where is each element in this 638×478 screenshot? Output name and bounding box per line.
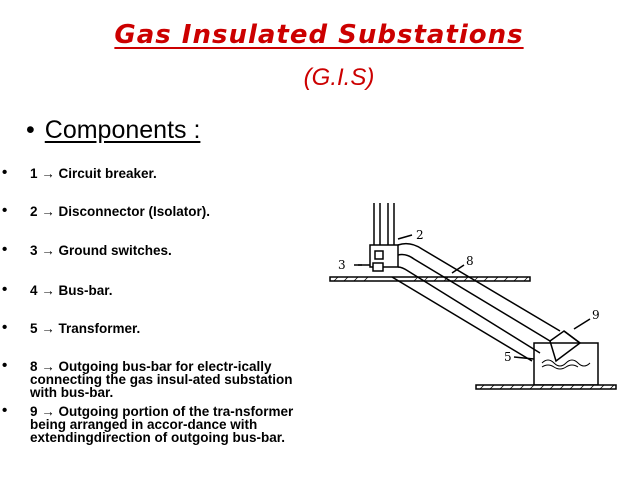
components-heading: • Components : <box>26 116 200 145</box>
list-item-text: 9 → Outgoing portion of the tra-nsformer… <box>30 404 294 445</box>
list-item-text: 4 → Bus-bar. <box>30 283 113 298</box>
busbar-outer-edge <box>397 242 561 332</box>
busbar-upper-edge <box>397 253 551 342</box>
bullet-icon: • <box>2 357 8 374</box>
list-item-text: 5 → Transformer. <box>30 321 141 336</box>
diagram-label-9: 9 <box>592 308 600 322</box>
lower-floor <box>475 384 617 390</box>
diagram-label-2: 2 <box>416 228 424 242</box>
bullet-icon: • <box>2 164 8 181</box>
gis-diagram: 2 3 8 9 5 <box>329 203 617 390</box>
bullet-icon: • <box>2 402 8 419</box>
slide-title-text: Gas Insulated Substations <box>114 20 524 50</box>
list-item: • 9 → Outgoing portion of the tra-nsform… <box>2 403 320 445</box>
diagram-label-8: 8 <box>466 254 474 268</box>
bullet-icon: • <box>2 319 8 336</box>
list-item-text: 2 → Disconnector (Isolator). <box>30 204 211 219</box>
list-item: • 5 → Transformer. <box>2 320 320 336</box>
list-item: • 1 → Circuit breaker. <box>2 165 320 181</box>
list-item: • 3 → Ground switches. <box>2 242 320 258</box>
components-heading-label: Components : <box>44 116 201 144</box>
list-item-text: 3 → Ground switches. <box>30 243 172 258</box>
bullet-icon: • <box>2 281 8 298</box>
list-item: • 4 → Bus-bar. <box>2 282 320 298</box>
bullet-icon: • <box>2 202 8 219</box>
diagram-label-3: 3 <box>338 258 346 272</box>
bullet-icon: • <box>26 116 35 144</box>
list-item: • 8 → Outgoing bus-bar for electr-ically… <box>2 358 320 400</box>
list-item: • 2 → Disconnector (Isolator). <box>2 203 320 219</box>
diagram-label-5: 5 <box>504 350 512 364</box>
disconnector-box <box>369 244 399 268</box>
upper-floor <box>329 276 531 282</box>
outgoing-portion <box>549 330 582 363</box>
list-item-text: 1 → Circuit breaker. <box>30 166 157 181</box>
slide-title: Gas Insulated Substations <box>0 20 638 50</box>
slide-subtitle: (G.I.S) <box>303 64 375 91</box>
list-item-text: 8 → Outgoing bus-bar for electr-ically c… <box>30 359 293 400</box>
bullet-icon: • <box>2 241 8 258</box>
